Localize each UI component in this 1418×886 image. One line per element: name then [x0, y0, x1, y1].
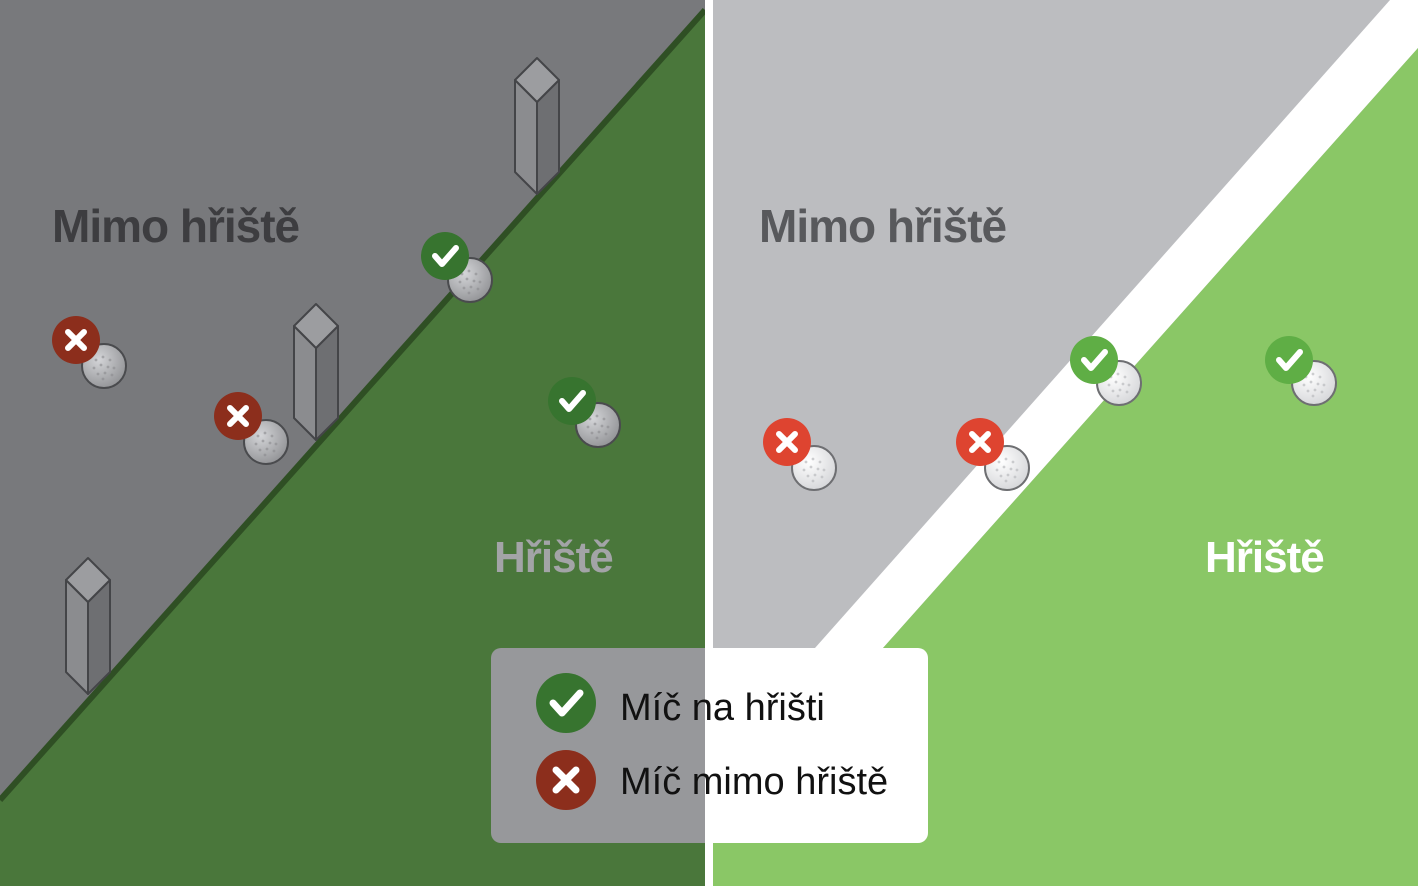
cross-icon	[956, 418, 1004, 466]
stake-icon	[65, 557, 111, 695]
check-icon	[536, 673, 596, 733]
stake-icon	[514, 57, 560, 195]
legend: Míč na hřišti Míč mimo hřiště	[491, 648, 928, 843]
right-ball-marker-out-1	[763, 418, 837, 491]
cross-icon	[536, 750, 596, 810]
legend-right-background-edge	[705, 648, 719, 843]
legend-item-out-of-bounds: Míč mimo hřiště	[536, 750, 888, 810]
panel-divider	[705, 0, 713, 886]
left-ball-marker-in-1	[421, 232, 493, 303]
right-out-of-bounds-label: Mimo hřiště	[759, 200, 1007, 252]
right-ball-marker-in-1	[1070, 336, 1142, 406]
legend-item-in-bounds: Míč na hřišti	[536, 673, 825, 733]
left-out-of-bounds-label: Mimo hřiště	[52, 200, 300, 252]
left-in-bounds-label: Hřiště	[494, 533, 613, 582]
right-in-bounds-label: Hřiště	[1205, 533, 1324, 582]
check-icon	[1265, 336, 1313, 384]
check-icon	[1070, 336, 1118, 384]
right-ball-marker-in-2	[1265, 336, 1337, 406]
legend-out-of-bounds-label: Míč mimo hřiště	[620, 761, 888, 803]
stake-icon	[293, 303, 339, 441]
cross-icon	[214, 392, 262, 440]
cross-icon	[52, 316, 100, 364]
left-ball-marker-out-1	[52, 316, 127, 389]
right-boundary-line	[815, 0, 1418, 648]
out-of-bounds-stakes	[65, 57, 560, 695]
legend-right-background	[705, 648, 928, 843]
check-icon	[548, 377, 596, 425]
legend-in-bounds-label: Míč na hřišti	[620, 687, 825, 729]
check-icon	[421, 232, 469, 280]
left-ball-marker-out-2	[214, 392, 289, 465]
right-ball-marker-out-2	[956, 418, 1030, 491]
legend-left-background	[491, 648, 713, 843]
cross-icon	[763, 418, 811, 466]
left-boundary-line	[0, 8, 705, 802]
left-ball-marker-in-2	[548, 377, 621, 448]
